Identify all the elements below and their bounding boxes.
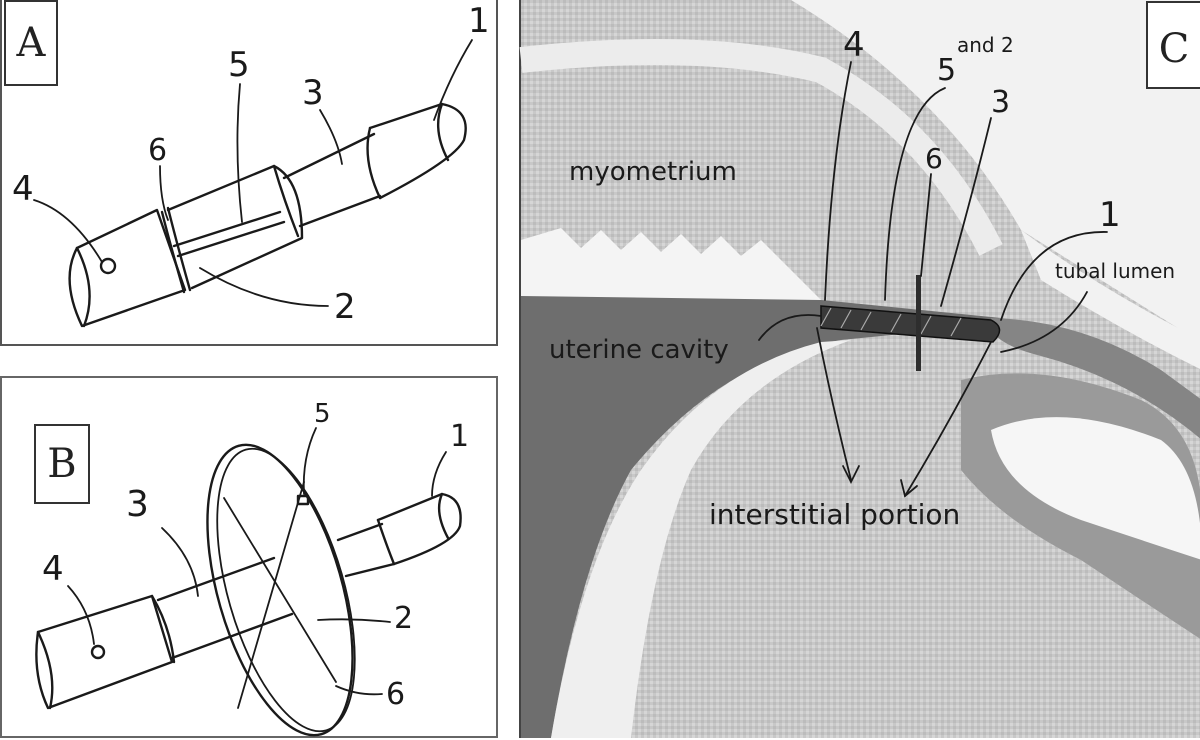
device-in-situ: [820, 275, 1001, 371]
leader-b-4: [67, 585, 95, 645]
device-b-hole-4: [90, 644, 106, 660]
leader-tubal-lumen: [1000, 291, 1088, 353]
tubal-lumen: [991, 318, 1200, 439]
device-a-ring-6: [160, 210, 186, 294]
leader-b-6: [335, 685, 383, 696]
device-a-rod-3: [282, 132, 376, 180]
leader-c-5: [884, 87, 946, 301]
arrowhead-left: [842, 465, 860, 485]
device-a-right-cap: [436, 102, 450, 162]
leader-c-1: [1000, 231, 1108, 321]
uterine-wall-band: [519, 39, 1003, 256]
leader-b-3: [161, 527, 199, 597]
leader-a-2: [199, 267, 329, 307]
device-a-slot-5: [172, 210, 282, 248]
label-a-4: 4: [12, 169, 34, 209]
leader-a-5: [236, 83, 243, 223]
panel-a-letter: A: [4, 0, 58, 86]
device-b-collar: [150, 594, 176, 664]
device-a-right-end: [368, 102, 467, 200]
label-a-3: 3: [302, 73, 324, 113]
leader-c-4: [824, 61, 852, 301]
device-a-right-end-face: [366, 126, 382, 200]
device-b-rod-3: [156, 556, 276, 602]
label-a-1: 1: [468, 1, 490, 41]
panel-c: C 4 5 and 2 3 6 1 myometrium uterine cav…: [519, 0, 1200, 738]
leader-a-1: [433, 39, 473, 121]
device-b-disc-slot-b: [237, 481, 305, 709]
leader-a-3: [319, 109, 343, 165]
label-c-1: 1: [1099, 195, 1121, 235]
annotation-myometrium: myometrium: [569, 157, 737, 187]
label-a-2: 2: [334, 287, 356, 327]
device-b-right-end: [376, 492, 462, 566]
label-a-6: 6: [148, 133, 167, 168]
device-a-hole-4: [99, 257, 117, 275]
panel-a: A 1 5 3 6: [0, 0, 498, 346]
device-a-mid-section: [166, 164, 304, 290]
device-body: [820, 305, 1001, 343]
device-b-disc-slot-a: [223, 497, 337, 683]
device-a: [68, 102, 467, 328]
panel-b-drawing: 1 5 3 4 2 6: [35, 399, 469, 737]
leader-a-4: [33, 199, 103, 263]
serosa-band: [1021, 230, 1200, 370]
device-b: [35, 443, 462, 737]
arrowhead-right: [900, 479, 918, 498]
device-hatching: [820, 307, 962, 337]
label-b-3: 3: [126, 484, 149, 525]
leader-uterine-cavity: [758, 314, 822, 341]
device-b-left-end: [35, 594, 174, 710]
label-b-1: 1: [450, 419, 469, 454]
label-a-5: 5: [228, 45, 250, 85]
panel-c-letterbox: [1146, 1, 1200, 89]
panel-c-letter: C: [1159, 26, 1190, 72]
panel-b: B 1 5 3 4: [0, 376, 498, 738]
leader-a-6: [159, 165, 169, 221]
uterine-wall-outer: [521, 0, 1200, 358]
arrow-interstitial-right: [904, 341, 992, 497]
annotation-uterine-cavity: uterine cavity: [549, 335, 729, 365]
device-b-disc-2: [206, 443, 354, 737]
device-b-rod-right-b: [344, 562, 396, 578]
device-b-rod-3b: [170, 612, 294, 660]
leader-b-1: [431, 451, 447, 497]
leader-c-3: [940, 117, 992, 307]
panel-a-drawing: 1 5 3 6 4 2: [12, 1, 490, 328]
label-b-2: 2: [394, 601, 413, 636]
device-b-rod-right: [336, 522, 384, 542]
device-a-left-end: [68, 208, 187, 328]
endometrium-upper: [521, 228, 821, 300]
label-c-and2: and 2: [957, 33, 1014, 57]
device-a-rod-3b: [298, 194, 382, 228]
leader-b-5: [302, 427, 317, 495]
label-b-5: 5: [314, 399, 331, 429]
leader-c-6: [920, 173, 932, 277]
panel-b-letter: B: [34, 424, 90, 504]
leader-b-2: [317, 618, 391, 623]
annotation-tubal-lumen: tubal lumen: [1055, 259, 1175, 283]
device-b-disc-rim-6: [216, 447, 356, 733]
device-a-slot-5b: [176, 220, 286, 258]
label-c-3: 3: [991, 85, 1010, 120]
label-c-4: 4: [843, 25, 865, 65]
panel-c-illustration: C 4 5 and 2 3 6 1 myometrium uterine cav…: [519, 0, 1200, 738]
tube-inner: [991, 417, 1200, 560]
endometrium-lower: [551, 340, 851, 738]
label-c-5: 5: [937, 53, 956, 88]
device-b-pin-5: [296, 494, 310, 506]
device-cross-pin-6: [916, 275, 921, 371]
device-a-mid-face: [272, 164, 300, 238]
arrow-interstitial-left: [816, 327, 852, 481]
device-b-left-end-face: [36, 630, 54, 710]
annotation-interstitial-portion: interstitial portion: [709, 498, 960, 531]
device-a-ring-6b: [166, 206, 192, 292]
device-b-right-cap: [437, 492, 450, 540]
label-c-6: 6: [925, 142, 943, 175]
device-a-left-end-face: [75, 246, 91, 328]
label-b-4: 4: [42, 549, 64, 589]
uterine-cavity: [521, 296, 1001, 738]
label-b-6: 6: [386, 677, 405, 712]
device-b-right-end-face: [376, 518, 396, 566]
